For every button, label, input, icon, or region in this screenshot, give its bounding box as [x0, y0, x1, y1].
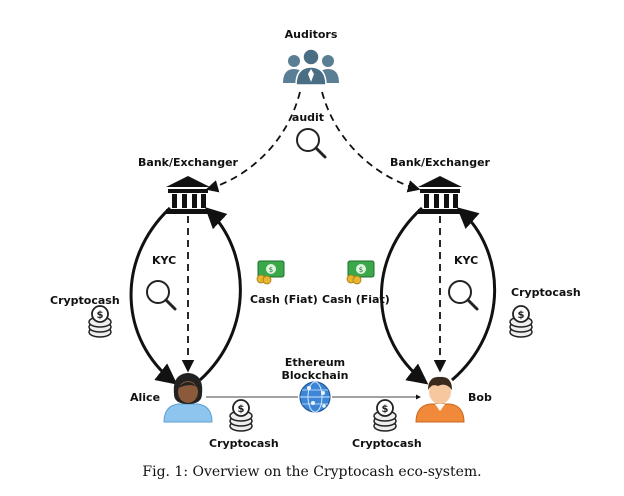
globe-icon [299, 381, 331, 413]
alice-label: Alice [130, 391, 161, 404]
cash-icon [256, 260, 285, 285]
audit-arrow-right [321, 91, 421, 193]
cash-left-label: Cash (Fiat) [250, 293, 318, 306]
arrow-bank-to-alice [129, 206, 178, 385]
bank-right-label: Bank/Exchanger [390, 156, 490, 169]
arrow-bob-to-bank [451, 207, 497, 382]
audit-label: audit [291, 111, 325, 124]
figure-caption: Fig. 1: Overview on the Cryptocash eco-s… [142, 464, 482, 480]
cryptocash-right-label: Cryptocash [511, 286, 581, 299]
audit-arrow-left [205, 91, 301, 193]
auditors-icon [283, 48, 339, 86]
cash-icon [346, 260, 375, 285]
blockchain-label-line2: Blockchain [281, 369, 349, 382]
bank-icon [166, 176, 210, 214]
bob-label: Bob [468, 391, 492, 404]
cash-right-label: Cash (Fiat) [322, 293, 390, 306]
bank-icon [418, 176, 462, 214]
coin-stack-icon [88, 305, 112, 338]
magnifier-icon [295, 127, 327, 159]
magnifier-icon [447, 279, 479, 311]
bank-left-label: Bank/Exchanger [138, 156, 238, 169]
arrow-alice-to-bank [198, 207, 242, 382]
cryptocash-bottom-left-label: Cryptocash [209, 437, 279, 450]
cryptocash-bottom-right-label: Cryptocash [352, 437, 422, 450]
coin-stack-icon [373, 399, 397, 432]
coin-stack-icon [229, 399, 253, 432]
coin-stack-icon [509, 305, 533, 338]
kyc-right-label: KYC [454, 254, 479, 267]
auditors-label: Auditors [284, 28, 338, 41]
arrow-bank-to-bob [380, 206, 429, 385]
magnifier-icon [145, 279, 177, 311]
user-icon [163, 373, 213, 423]
blockchain-label-line1: Ethereum [284, 356, 346, 369]
user-icon [415, 376, 465, 423]
kyc-left-label: KYC [152, 254, 177, 267]
cryptocash-left-label: Cryptocash [50, 294, 120, 307]
